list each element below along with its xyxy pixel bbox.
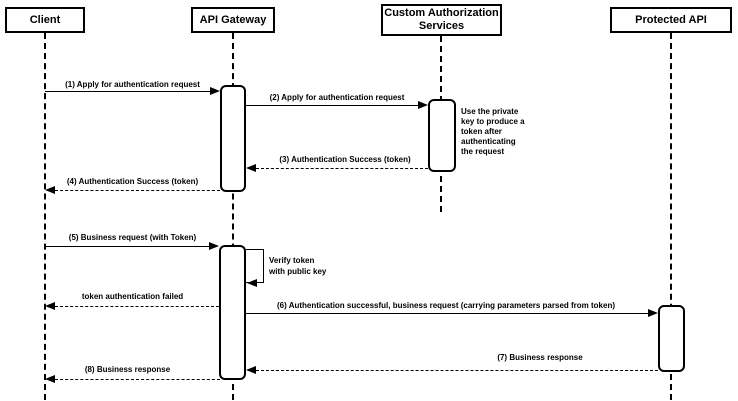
message-7-arrowhead-icon — [246, 366, 256, 374]
participant-client-label: Client — [29, 13, 61, 26]
message-2-label: (2) Apply for authentication request — [269, 93, 405, 102]
message-7-line[interactable] — [256, 370, 658, 371]
participant-custom-authorization-services[interactable]: Custom Authorization Services — [381, 4, 502, 36]
message-1-line[interactable] — [45, 91, 210, 92]
activation-protected-api[interactable] — [658, 305, 685, 372]
message-1-label: (1) Apply for authentication request — [65, 80, 200, 89]
activation-api-gateway-auth[interactable] — [220, 85, 246, 192]
message-6-arrowhead-icon — [648, 309, 658, 317]
message-8-arrowhead-icon — [45, 375, 55, 383]
message-token-failed-arrowhead-icon — [45, 302, 55, 310]
message-8-label: (8) Business response — [84, 365, 171, 374]
message-4-arrowhead-icon — [45, 186, 55, 194]
participant-api-gateway-label: API Gateway — [199, 13, 267, 26]
message-5-arrowhead-icon — [209, 242, 219, 250]
self-message-arrowhead-icon — [247, 279, 257, 287]
participant-custom-authorization-services-label: Custom Authorization Services — [384, 7, 499, 32]
message-4-line[interactable] — [55, 190, 220, 191]
message-6-label: (6) Authentication successful, business … — [276, 301, 616, 310]
lifeline-protected-api — [670, 33, 672, 400]
message-2-arrowhead-icon — [418, 101, 428, 109]
message-7-label: (7) Business response — [497, 353, 583, 362]
note-private-key: Use the private key to produce a token a… — [461, 107, 525, 156]
participant-protected-api-label: Protected API — [635, 13, 707, 26]
message-3-label: (3) Authentication Success (token) — [279, 155, 411, 164]
message-token-failed-line[interactable] — [55, 306, 219, 307]
message-6-line[interactable] — [246, 313, 648, 314]
message-8-line[interactable] — [55, 379, 220, 380]
lifeline-client — [44, 33, 46, 400]
self-message-loop-line[interactable] — [246, 249, 264, 283]
message-1-arrowhead-icon — [210, 87, 220, 95]
lifeline-api-gateway — [232, 33, 234, 400]
activation-api-gateway-business[interactable] — [219, 245, 246, 380]
participant-api-gateway[interactable]: API Gateway — [191, 7, 275, 33]
message-3-arrowhead-icon — [246, 164, 256, 172]
participant-protected-api[interactable]: Protected API — [610, 7, 732, 33]
participant-client[interactable]: Client — [5, 7, 85, 33]
message-4-label: (4) Authentication Success (token) — [66, 177, 199, 186]
message-5-label: (5) Business request (with Token) — [68, 233, 197, 242]
message-token-failed-label: token authentication failed — [81, 292, 184, 301]
message-3-line[interactable] — [256, 168, 428, 169]
message-2-line[interactable] — [246, 105, 418, 106]
self-message-label: Verify token with public key — [269, 256, 327, 276]
activation-custom-authorization-services[interactable] — [428, 99, 456, 172]
message-5-line[interactable] — [45, 246, 209, 247]
